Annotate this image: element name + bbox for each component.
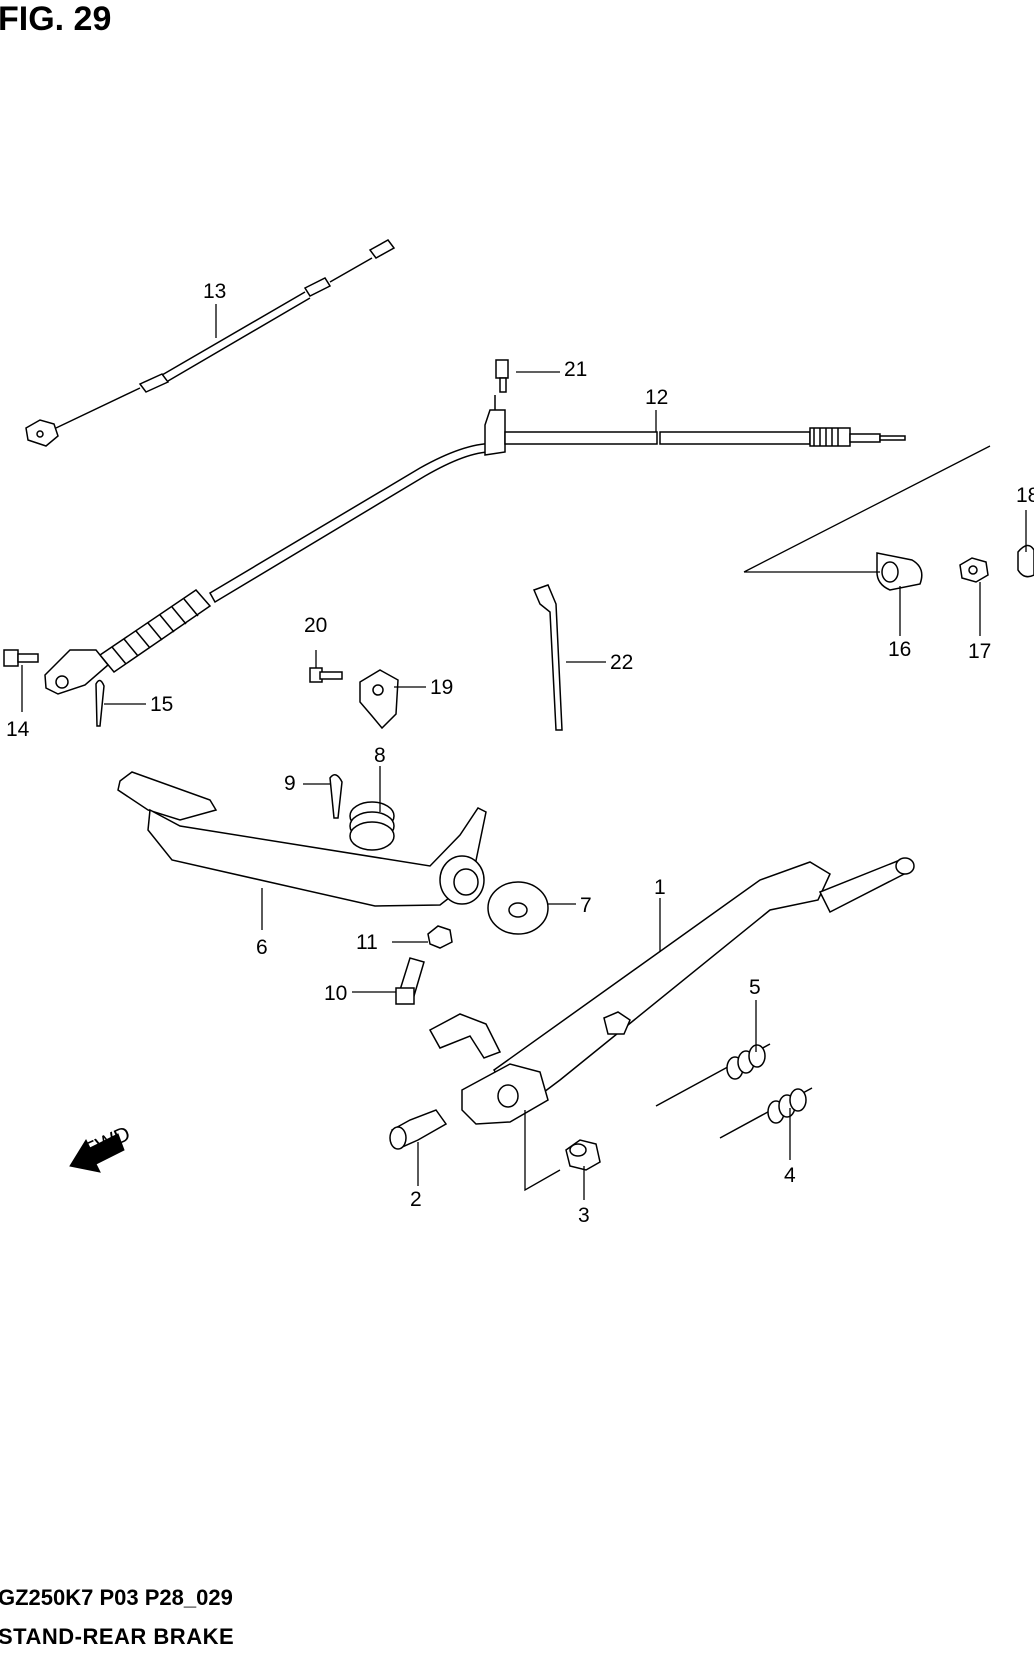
drawing-code: GZ250K7 P03 P28_029 — [0, 1585, 233, 1610]
drawing-caption: STAND-REAR BRAKE — [0, 1624, 235, 1649]
part-6-brake-pedal — [117, 771, 487, 907]
fwd-arrow-icon: FWD — [69, 1122, 134, 1173]
part-3-nut — [565, 1139, 601, 1171]
part-5-spring — [655, 1043, 771, 1107]
callout-21: 21 — [564, 358, 587, 381]
callout-14: 14 — [6, 718, 30, 741]
part-11-nut — [427, 925, 453, 949]
part-8-spring — [349, 801, 395, 851]
callout-15: 15 — [150, 693, 173, 716]
callout-9: 9 — [284, 772, 296, 795]
callout-17: 17 — [968, 640, 991, 663]
part-17-nut — [959, 557, 989, 583]
part-15-cotter-pin — [95, 679, 105, 727]
part-12-cable — [44, 395, 906, 695]
callout-11: 11 — [356, 931, 378, 954]
callout-1: 1 — [654, 876, 666, 899]
figure-title: FIG. 29 — [0, 0, 112, 38]
callout-5: 5 — [749, 976, 761, 999]
callout-12: 12 — [645, 386, 668, 409]
callout-4: 4 — [784, 1164, 796, 1187]
part-2-bolt — [389, 1109, 448, 1150]
callout-3: 3 — [578, 1204, 590, 1227]
callout-2: 2 — [410, 1188, 422, 1211]
part-22-tie-band — [532, 584, 563, 731]
part-9-cotter-pin — [329, 774, 343, 819]
callout-22: 22 — [610, 651, 633, 674]
part-10-bolt — [395, 957, 425, 1005]
callout-8: 8 — [374, 744, 386, 767]
callout-13: 13 — [203, 280, 226, 303]
part-18-clip — [1017, 544, 1034, 578]
leader-lines — [21, 304, 1027, 1200]
part-13-cable — [25, 239, 396, 447]
callout-numbers: 13 21 12 18 16 17 22 19 20 14 15 8 9 6 7… — [6, 280, 1034, 1227]
part-7-washer — [487, 881, 549, 935]
callout-16: 16 — [888, 638, 911, 661]
part-4-spring — [719, 1087, 813, 1139]
callout-20: 20 — [304, 614, 327, 637]
part-20-bolt — [309, 667, 343, 683]
part-21-bolt — [495, 359, 509, 393]
part-19-bracket — [359, 669, 399, 730]
part-1-side-stand — [428, 857, 915, 1125]
callout-10: 10 — [324, 982, 347, 1005]
callout-18: 18 — [1016, 484, 1034, 507]
callout-19: 19 — [430, 676, 453, 699]
part-16-pin — [876, 552, 923, 591]
callout-6: 6 — [256, 936, 268, 959]
part-14-bolt — [3, 649, 39, 667]
callout-7: 7 — [580, 894, 592, 917]
